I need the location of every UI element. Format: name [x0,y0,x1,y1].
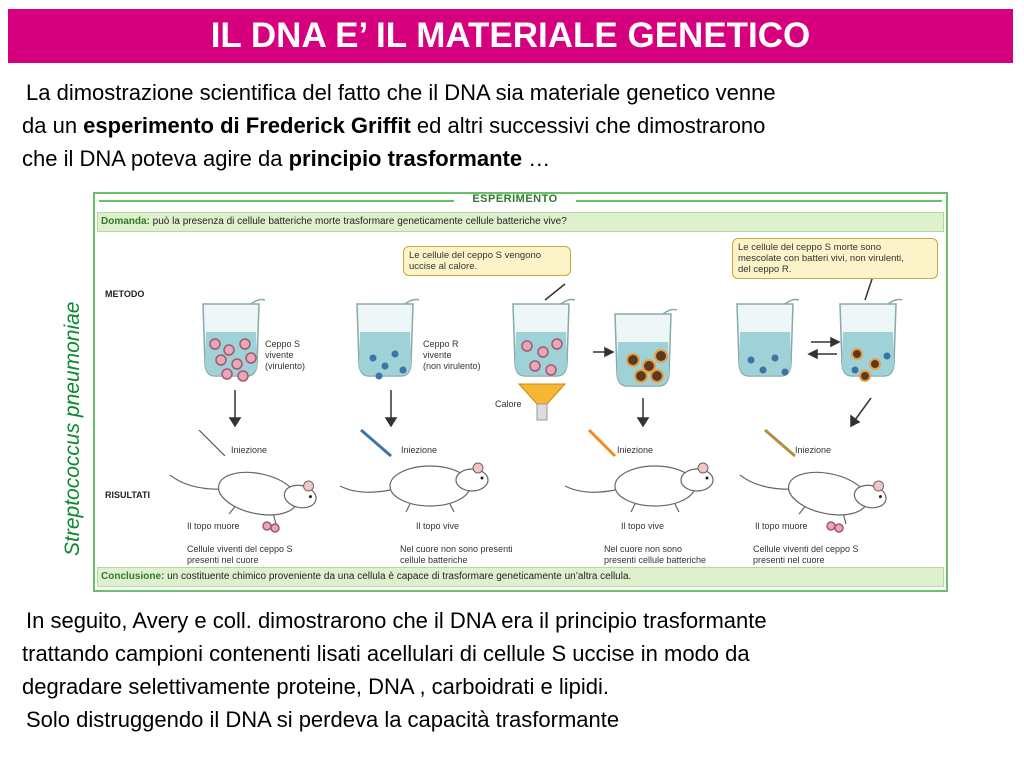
callout-heat-line: uccise al calore. [409,261,478,272]
question-box: Domanda: può la presenza di cellule batt… [97,212,944,232]
outro-line-4: Solo distruggendo il DNA si perdeva la c… [26,707,620,732]
slide-title: IL DNA E’ IL MATERIALE GENETICO [210,16,811,55]
finding-line: presenti cellule batteriche [604,555,707,565]
callout-heat-killed: Le cellule del ceppo S vengono uccise al… [403,246,571,276]
outro-paragraph: In seguito, Avery e coll. dimostrarono c… [22,604,767,736]
beaker-2-label: Ceppo R vivente (non virulento) [423,339,481,372]
finding-line: presenti nel cuore [753,555,825,565]
outro-line-3: degradare selettivamente proteine, DNA ,… [22,674,609,699]
beaker-label-line: vivente [265,350,294,360]
intro-paragraph: La dimostrazione scientifica del fatto c… [22,76,776,175]
outcome-4: Il topo muore [755,521,808,531]
header-rule-left [99,200,454,202]
title-bar: IL DNA E’ IL MATERIALE GENETICO [8,9,1013,63]
intro-line-2c: ed altri successivi che dimostrarono [410,113,766,138]
callout-heat-line: Le cellule del ceppo S vengono [409,250,542,261]
intro-line-2a: da un [22,113,84,138]
header-rule-right [576,200,942,202]
callout-mix-line: mescolate con batteri vivi, non virulent… [738,253,904,264]
conclusion-label: Conclusione: [101,571,165,582]
intro-bold-griffit: esperimento di Frederick Griffit [83,113,411,138]
heat-label: Calore [495,399,522,409]
outcome-2: Il topo vive [416,521,460,531]
finding-line: presenti nel cuore [187,555,259,565]
beaker-label-line: vivente [423,350,452,360]
figure-header: ESPERIMENTO [95,193,946,208]
finding-2: Nel cuore non sono presenti cellule batt… [400,544,513,566]
finding-line: Cellule viventi del ceppo S [187,544,293,554]
outcome-3: Il topo vive [621,521,665,531]
question-text: può la presenza di cellule batteriche mo… [149,216,567,227]
results-label: RISULTATI [105,490,150,500]
injection-label-3: Iniezione [617,445,654,455]
intro-line-1: La dimostrazione scientifica del fatto c… [26,80,776,105]
side-label-streptococcus: Streptococcus pneumoniae [61,301,84,557]
beaker-1-label: Ceppo S vivente (virulento) [265,339,305,372]
beaker-label-line: (virulento) [265,361,306,371]
injection-label-4: Iniezione [795,445,832,455]
method-label: METODO [105,289,145,299]
intro-bold-principio: principio trasformante [288,146,523,171]
intro-line-3a: che il DNA poteva agire da [22,146,289,171]
finding-4: Cellule viventi del ceppo S presenti nel… [753,544,859,566]
beaker-label-line: Ceppo S [265,339,301,349]
intro-line-3c: … [522,146,551,171]
callout-mix-line: Le cellule del ceppo S morte sono [738,242,882,253]
injection-label-2: Iniezione [401,445,438,455]
experiment-illustration [163,269,903,533]
figure-header-label: ESPERIMENTO [472,193,558,205]
callout-mix-line: del ceppo R. [738,264,792,275]
finding-line: cellule batteriche [400,555,468,565]
outcome-1: Il topo muore [187,521,240,531]
finding-line: Nel cuore non sono [604,544,683,554]
finding-1: Cellule viventi del ceppo S presenti nel… [187,544,293,566]
beaker-label-line: (non virulento) [423,361,481,371]
finding-line: Nel cuore non sono presenti [400,544,513,554]
finding-line: Cellule viventi del ceppo S [753,544,859,554]
callout-mix: Le cellule del ceppo S morte sono mescol… [732,238,938,279]
outro-line-1: In seguito, Avery e coll. dimostrarono c… [26,608,767,633]
beaker-label-line: Ceppo R [423,339,459,349]
griffith-experiment-figure: ESPERIMENTO Domanda: può la presenza di … [93,192,948,592]
conclusion-box: Conclusione: un costituente chimico prov… [97,567,944,587]
question-label: Domanda: [101,216,150,227]
finding-3: Nel cuore non sono presenti cellule batt… [604,544,706,566]
injection-label-1: Iniezione [231,445,268,455]
outro-line-2: trattando campioni contenenti lisati ace… [22,641,750,666]
conclusion-text: un costituente chimico proveniente da un… [164,571,632,582]
